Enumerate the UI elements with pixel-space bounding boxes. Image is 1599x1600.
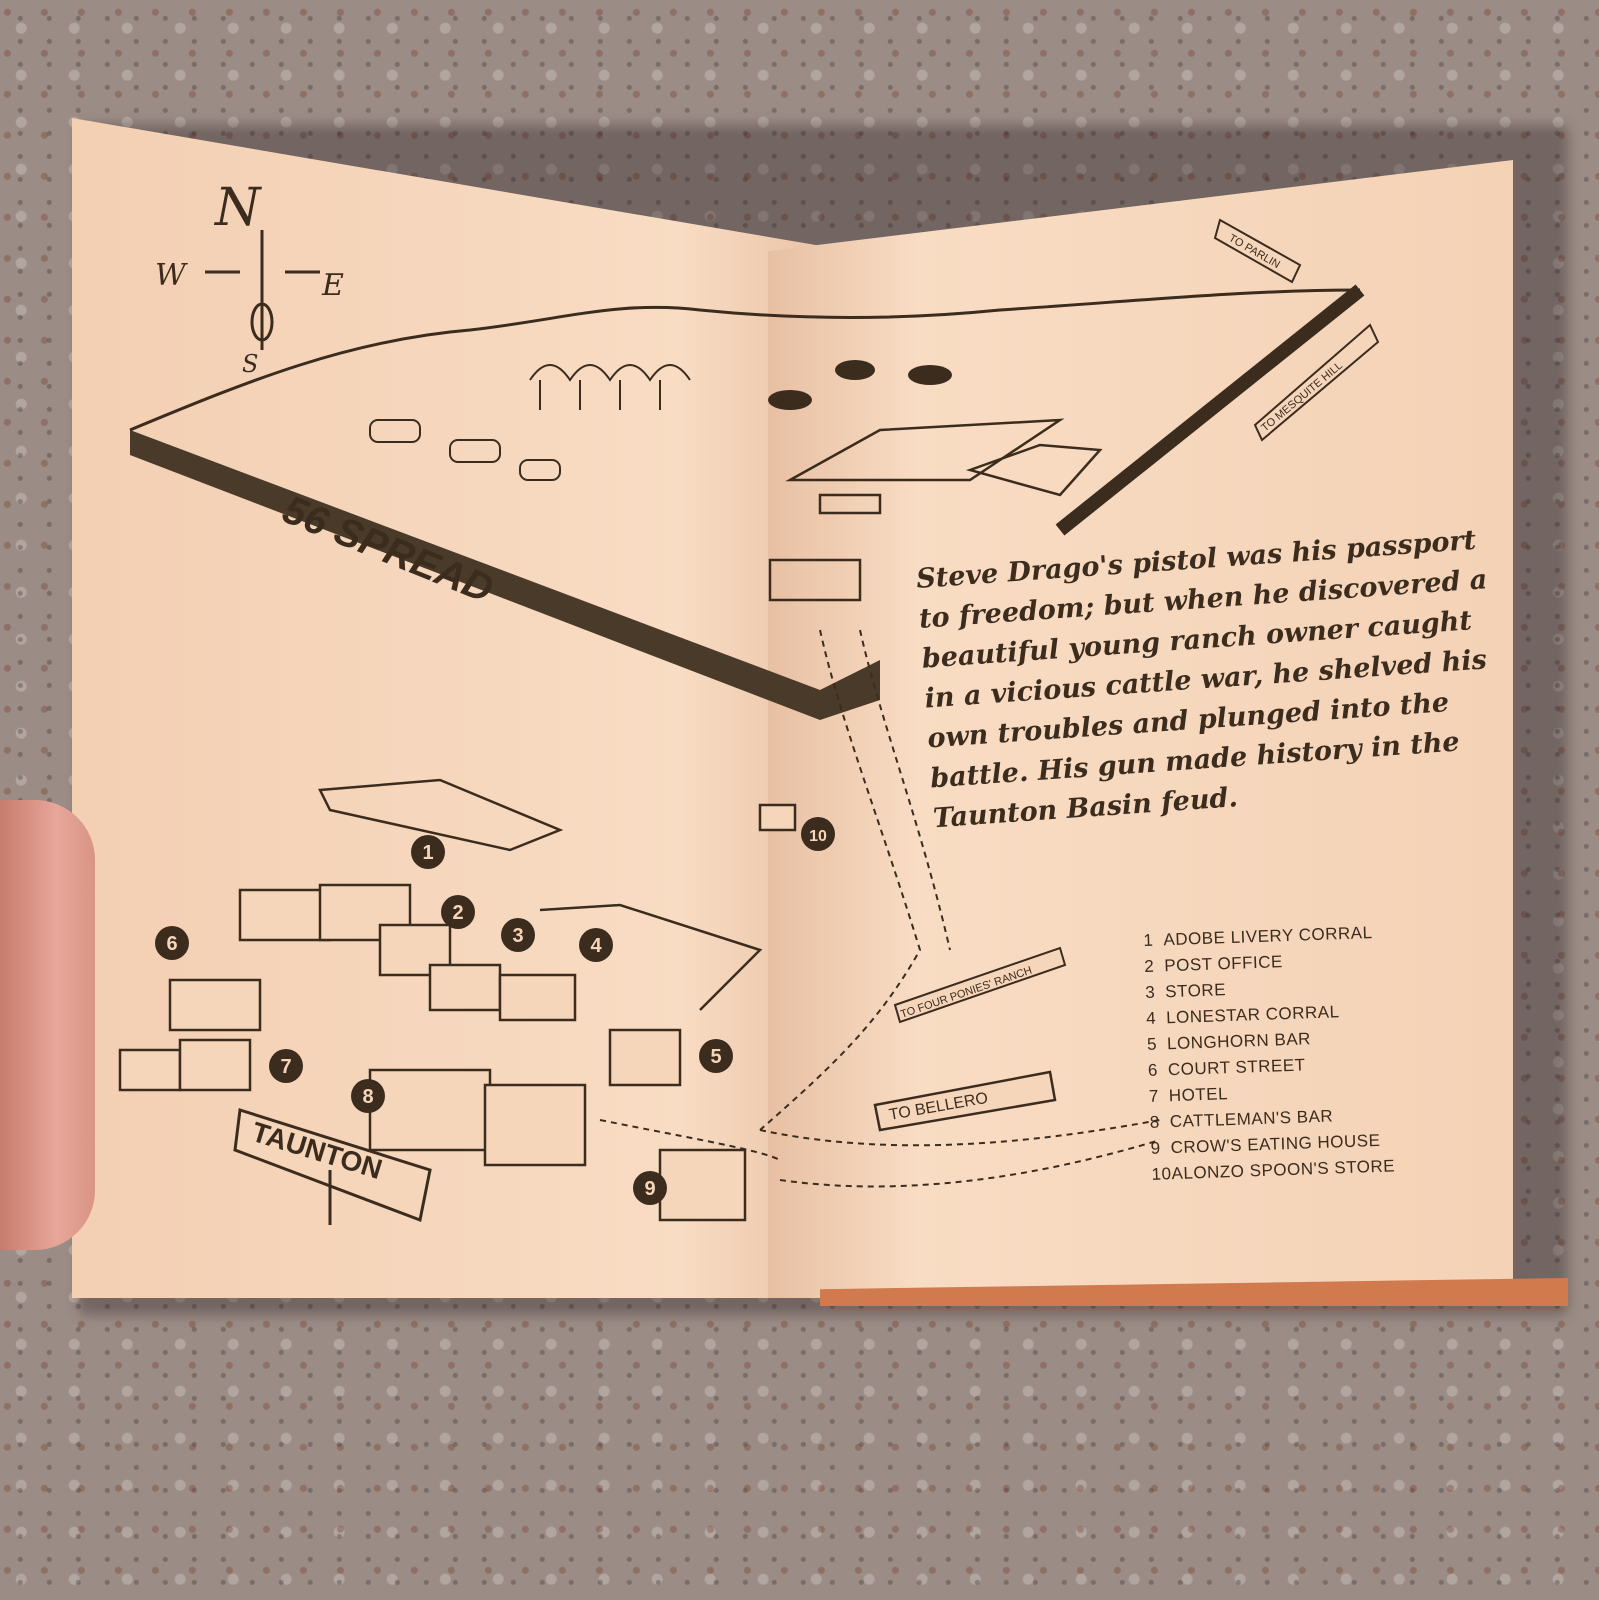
map-marker-8: 8	[351, 1079, 385, 1113]
bellero-sign	[873, 1070, 1057, 1132]
adobe-corral	[318, 778, 564, 852]
map-marker-label: 9	[644, 1178, 655, 1200]
map-marker-label: 6	[166, 933, 177, 955]
map-marker-label: 1	[422, 842, 433, 864]
compass-east: E	[321, 268, 344, 303]
map-marker-7: 7	[269, 1049, 303, 1083]
four-ponies-sign	[893, 946, 1067, 1024]
mesquite-hill-sign	[1253, 323, 1380, 442]
map-marker-label: 8	[362, 1086, 373, 1108]
map-markers: 1 2 3 4 5 6 7 8 9 10	[155, 817, 835, 1205]
thumb	[0, 800, 95, 1250]
map-marker-4: 4	[579, 928, 613, 962]
trees-cluster	[529, 364, 691, 410]
map-marker-label: 3	[512, 925, 523, 947]
compass-south: S	[242, 350, 258, 378]
parlin-sign	[1213, 218, 1302, 284]
map-marker-label: 10	[809, 828, 827, 845]
map-marker-label: 5	[710, 1046, 721, 1068]
map-marker-3: 3	[501, 918, 535, 952]
map-marker-6: 6	[155, 926, 189, 960]
map-marker-2: 2	[441, 895, 475, 929]
ranch-corral	[768, 418, 1103, 602]
map-marker-5: 5	[699, 1039, 733, 1073]
four-ponies-sign-label: TO FOUR PONIES' RANCH	[899, 964, 1034, 1020]
town-buildings	[118, 803, 797, 1222]
cattle-herd	[369, 419, 561, 481]
roads	[599, 629, 1161, 1188]
mesquite-hill-sign-label: TO MESQUITE HILL	[1259, 360, 1345, 435]
spread-label: 56 SPREAD	[277, 488, 500, 612]
map-marker-9: 9	[633, 1171, 667, 1205]
map-marker-label: 4	[590, 935, 602, 957]
compass-rose	[205, 230, 320, 350]
story-blurb: Steve Drago's pistol was his passport to…	[915, 524, 1489, 835]
map-marker-1: 1	[411, 835, 445, 869]
map-marker-10: 10	[801, 817, 835, 851]
compass-west: W	[155, 258, 188, 293]
taunton-sign	[233, 1108, 432, 1225]
horses-herd	[768, 360, 952, 410]
map-marker-label: 7	[280, 1056, 291, 1078]
map-marker-label: 2	[452, 902, 463, 924]
spread-plateau	[129, 284, 1365, 720]
compass-north: N	[213, 178, 262, 238]
